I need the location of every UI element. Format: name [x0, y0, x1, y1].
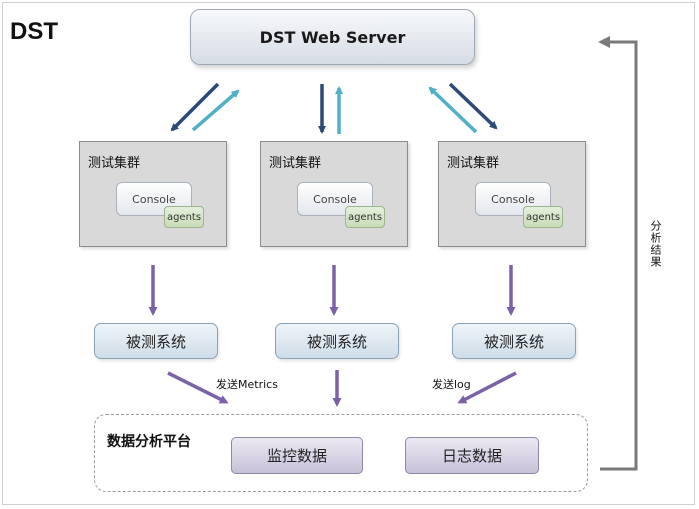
test-cluster-2: 测试集群 Console agents [260, 141, 408, 247]
system-under-test-2: 被测系统 [275, 323, 399, 359]
console-label: Console [132, 193, 176, 206]
analysis-result-label: 分析结果 [649, 220, 662, 268]
data-analysis-platform: 数据分析平台 监控数据 日志数据 [94, 414, 588, 492]
test-cluster-1: 测试集群 Console agents [79, 141, 227, 247]
agents-label: agents [347, 211, 383, 223]
system-label: 被测系统 [125, 332, 186, 351]
console-node: Console [116, 182, 192, 216]
cluster-title: 测试集群 [269, 156, 322, 171]
arrow-cluster-3-to-server [428, 86, 478, 134]
arrow-system-1-to-platform [167, 371, 229, 404]
web-server-node: DST Web Server [190, 9, 475, 65]
monitoring-data-label: 监控数据 [266, 447, 327, 465]
agents-label: agents [166, 211, 202, 223]
arrow-cluster-1-to-server [191, 89, 240, 132]
system-under-test-1: 被测系统 [94, 323, 218, 359]
platform-title: 数据分析平台 [107, 434, 191, 450]
log-data-node: 日志数据 [405, 437, 539, 474]
system-label: 被测系统 [483, 332, 544, 351]
console-label: Console [491, 193, 535, 206]
agents-node: agents [164, 206, 204, 228]
web-server-label: DST Web Server [259, 27, 406, 47]
send-metrics-label: 发送Metrics [216, 378, 278, 391]
test-cluster-3: 测试集群 Console agents [438, 141, 586, 247]
agents-label: agents [525, 211, 561, 223]
diagram-frame [2, 2, 695, 505]
brand-title: DST [10, 18, 58, 45]
cluster-title: 测试集群 [88, 156, 141, 171]
feedback-arrow [598, 36, 638, 471]
system-under-test-3: 被测系统 [452, 323, 576, 359]
agents-node: agents [523, 206, 563, 228]
arrow-server-to-cluster-3 [448, 82, 498, 130]
arrow-system-3-to-platform [457, 371, 517, 404]
cluster-title: 测试集群 [447, 156, 500, 171]
system-label: 被测系统 [306, 332, 367, 351]
arrow-server-to-cluster-1 [170, 82, 220, 132]
send-log-label: 发送log [432, 378, 471, 391]
monitoring-data-node: 监控数据 [231, 437, 363, 474]
console-label: Console [313, 193, 357, 206]
agents-node: agents [345, 206, 385, 228]
log-data-label: 日志数据 [441, 447, 502, 465]
console-node: Console [475, 182, 551, 216]
